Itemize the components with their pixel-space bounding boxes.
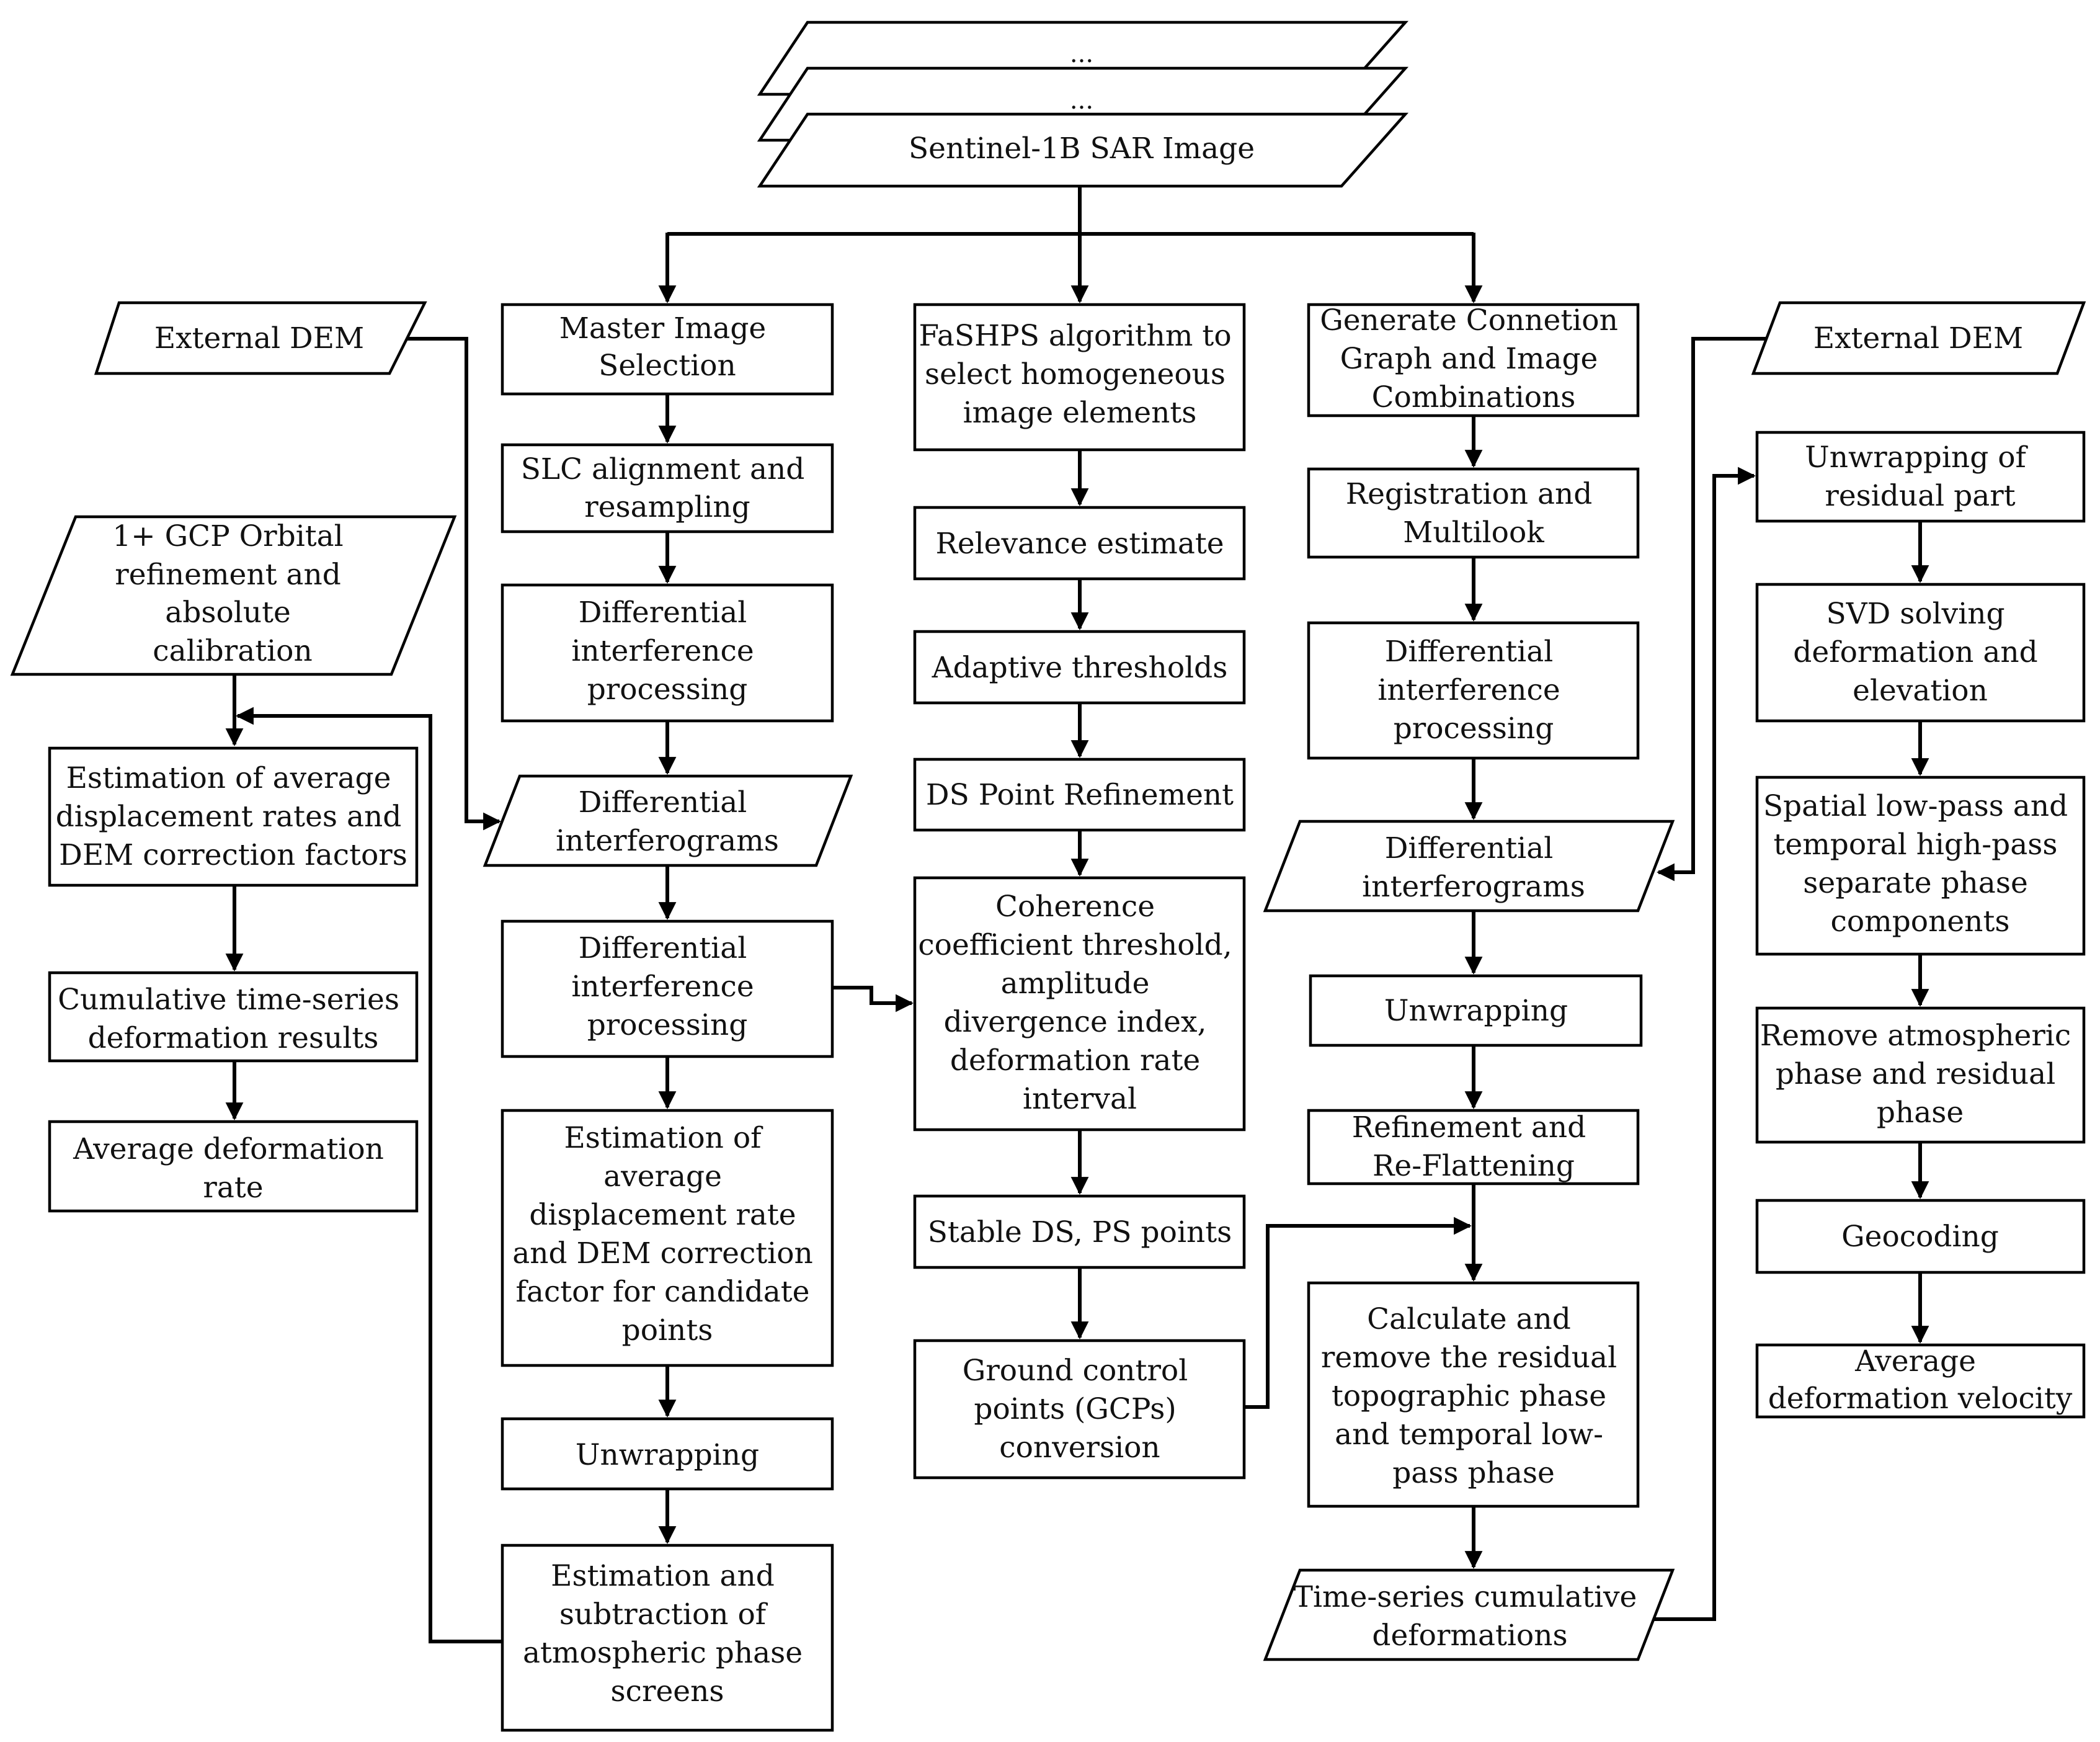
unwrapping-sbas-node: [1309, 974, 1643, 1047]
connector: [1650, 467, 1756, 1621]
gcp-conversion-node: [913, 1339, 1246, 1480]
right-column: External DEM Unwrapping of residual part…: [1751, 301, 2086, 1419]
relevance-label: Relevance estimate: [935, 527, 1224, 561]
gcp-refinement-node: [10, 515, 457, 676]
lowpass-label: Spatial low-pass and temporal high-pass …: [1763, 789, 2077, 939]
geocoding-label: Geocoding: [1841, 1220, 1999, 1254]
remove-atmo-label: Remove atmospheric phase and residual ph…: [1760, 1019, 2080, 1130]
unwrap-residual-label: Unwrapping of residual part: [1805, 440, 2035, 513]
registration-label: Registration and Multilook: [1346, 477, 1602, 550]
average-rate-node: [48, 1120, 419, 1213]
connectors: [225, 186, 1929, 1643]
gcp-refinement-label: 1+ GCP Orbital refinement and absolute c…: [112, 519, 352, 668]
external-dem-left-label: External DEM: [154, 321, 364, 355]
stack-ellipsis-middle: ...: [1070, 86, 1093, 115]
average-rate-label: Average deformation rate: [73, 1132, 393, 1205]
sar-image-label: Sentinel-1B SAR Image: [909, 132, 1255, 166]
avg-velocity-node: [1755, 1343, 2086, 1419]
residual-topo-node: [1307, 1281, 1640, 1508]
diff-processing-2-label: Differential interference processing: [571, 931, 763, 1042]
estimation-candidates-label: Estimation of average displacement rate …: [512, 1121, 822, 1347]
ds-refinement-node: [913, 757, 1246, 832]
external-dem-right-node: [1751, 301, 2086, 375]
diff-processing-1-node: [501, 583, 834, 723]
lowpass-node: [1755, 775, 2086, 956]
diff-processing-2-node: [501, 919, 834, 1058]
relevance-node: [913, 506, 1246, 581]
cumulative-sbas-node: [1263, 1568, 1675, 1661]
connector: [832, 986, 914, 1012]
cumulative-results-label: Cumulative time-series deformation resul…: [58, 983, 409, 1055]
sar-image-stack: ... ... Sentinel-1B SAR Image: [757, 20, 1409, 188]
diff-interferograms-sbas-node: [1263, 820, 1675, 913]
estimation-candidates-node: [501, 1109, 834, 1367]
unwrapping-ps-label: Unwrapping: [576, 1438, 759, 1472]
cumulative-results-node: [48, 971, 419, 1063]
stable-points-node: [913, 1194, 1246, 1269]
connector: [406, 337, 501, 831]
stack-ellipsis-back: ...: [1070, 40, 1093, 68]
avg-velocity-label: Average deformation velocity: [1768, 1344, 2073, 1416]
left-column: External DEM 1+ GCP Orbital refinement a…: [10, 301, 457, 1213]
connector: [236, 707, 502, 1643]
diff-processing-sbas-node: [1307, 621, 1640, 760]
unwrap-residual-node: [1755, 431, 2086, 523]
connection-graph-node: [1307, 303, 1640, 418]
coherence-label: Coherence coefficient threshold, amplitu…: [918, 890, 1241, 1116]
diff-interferograms-ps-label: Differential interferograms: [556, 785, 779, 858]
unwrapping-ps-node: [501, 1417, 834, 1491]
diff-interferograms-ps-node: [483, 774, 853, 867]
adaptive-node: [913, 630, 1246, 705]
slc-alignment-node: [501, 443, 834, 534]
geocoding-node: [1755, 1199, 2086, 1274]
fashps-label: FaSHPS algorithm to select homogeneous i…: [919, 319, 1240, 430]
coherence-node: [913, 876, 1246, 1132]
estimation-rates-label: Estimation of average displacement rates…: [56, 761, 411, 872]
adaptive-label: Adaptive thresholds: [932, 651, 1228, 685]
master-selection-node: [501, 303, 834, 396]
diff-processing-1-label: Differential interference processing: [571, 596, 763, 707]
ps-column: Master Image Selection SLC alignment and…: [483, 303, 853, 1732]
cumulative-sbas-label: Time-series cumulative deformations: [1294, 1580, 1647, 1653]
master-selection-label: Master Image Selection: [559, 311, 775, 383]
sbas-column: Generate Connetion Graph and Image Combi…: [1263, 303, 1675, 1661]
diff-interferograms-sbas-label: Differential interferograms: [1362, 831, 1585, 904]
remove-atmo-node: [1755, 1006, 2086, 1144]
stable-points-label: Stable DS, PS points: [928, 1215, 1232, 1249]
fashps-node: [913, 303, 1246, 452]
external-dem-left-node: [94, 301, 427, 375]
connector: [1657, 337, 1766, 882]
svd-label: SVD solving deformation and elevation: [1793, 597, 2047, 708]
registration-node: [1307, 467, 1640, 559]
refinement-node: [1307, 1109, 1640, 1186]
atmospheric-ps-label: Estimation and subtraction of atmospheri…: [523, 1559, 812, 1708]
ds-column: FaSHPS algorithm to select homogeneous i…: [913, 303, 1246, 1480]
diff-processing-sbas-label: Differential interference processing: [1377, 635, 1569, 746]
svd-node: [1755, 583, 2086, 723]
unwrapping-sbas-label: Unwrapping: [1384, 994, 1568, 1028]
gcp-conversion-label: Ground control points (GCPs) conversion: [963, 1354, 1197, 1465]
slc-alignment-label: SLC alignment and resampling: [521, 452, 814, 524]
atmospheric-ps-node: [501, 1543, 834, 1732]
connector: [1244, 1217, 1472, 1409]
refinement-label: Refinement and Re-Flattening: [1352, 1110, 1595, 1183]
connection-graph-label: Generate Connetion Graph and Image Combi…: [1320, 303, 1627, 414]
external-dem-right-label: External DEM: [1813, 321, 2023, 355]
estimation-rates-node: [48, 746, 419, 887]
sar-image-node: [757, 112, 1409, 188]
residual-topo-label: Calculate and remove the residual topogr…: [1321, 1302, 1626, 1490]
ds-refinement-label: DS Point Refinement: [926, 778, 1234, 812]
